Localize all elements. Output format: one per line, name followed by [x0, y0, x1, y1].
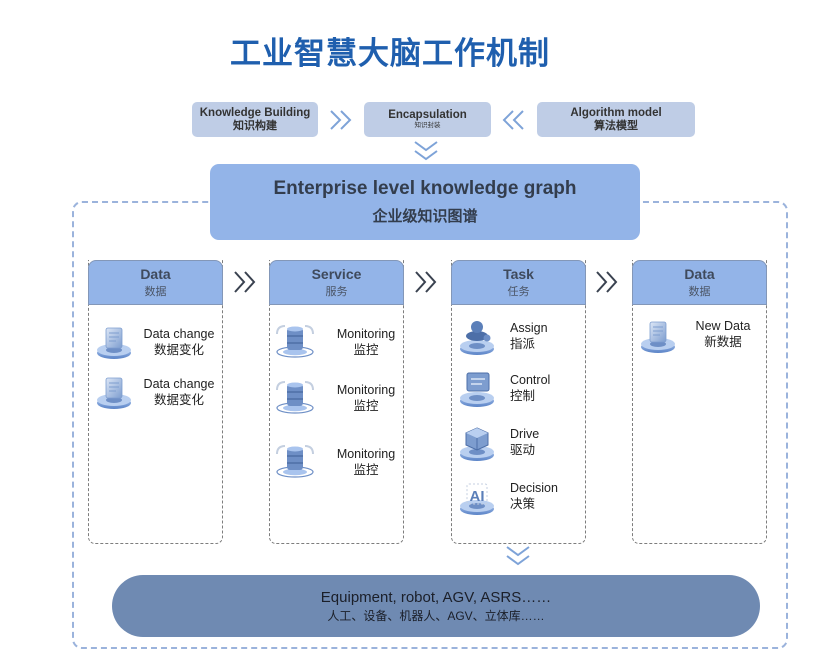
list-item: Control 控制 [452, 368, 586, 414]
knowledge-building-label-en: Knowledge Building [199, 106, 311, 119]
encapsulation-label-zh: 知识封装 [414, 122, 441, 130]
item-label-zh: 监控 [353, 399, 379, 414]
column-title-en: Service [311, 266, 362, 282]
ai-platform-icon: AI [456, 483, 498, 518]
chevron-right-icon [232, 269, 258, 295]
column-title-zh: 数据 [144, 286, 167, 298]
list-item: Data change 数据变化 [89, 370, 223, 416]
encapsulation-label-en: Encapsulation [388, 109, 467, 122]
knowledge-building-box: Knowledge Building 知识构建 [192, 102, 318, 137]
item-label-en: Decision [510, 481, 558, 495]
chevron-right-icon [328, 108, 354, 132]
equipment-label-zh: 人工、设备、机器人、AGV、立体库…… [327, 608, 545, 623]
document-platform-icon [93, 377, 135, 412]
item-label-zh: 控制 [510, 389, 536, 404]
document-platform-icon [637, 321, 679, 356]
database-monitor-icon [276, 381, 314, 414]
item-label-en: Data change [143, 377, 215, 391]
equipment-layer-pill: Equipment, robot, AGV, ASRS…… 人工、设备、机器人、… [112, 575, 760, 637]
column-title-zh: 数据 [688, 286, 711, 298]
column-title-en: Task [503, 266, 534, 282]
column-title-en: Data [684, 266, 715, 282]
item-label-en: Monitoring [336, 327, 396, 341]
knowledge-graph-label-zh: 企业级知识图谱 [372, 207, 478, 225]
column-service: Service 服务 Monitoring 监控 [269, 260, 404, 544]
chevron-right-icon [413, 269, 439, 295]
column-header-task: Task 任务 [451, 260, 586, 305]
algorithm-model-box: Algorithm model 算法模型 [537, 102, 695, 137]
item-label-zh: 监控 [353, 463, 379, 478]
database-monitor-icon [276, 445, 314, 478]
document-platform-icon [93, 327, 135, 362]
database-monitor-icon [276, 325, 314, 358]
item-label-zh: 新数据 [704, 335, 742, 350]
item-label-zh: 数据变化 [153, 393, 204, 408]
knowledge-building-label-zh: 知识构建 [233, 119, 277, 132]
list-item: New Data 新数据 [633, 314, 767, 360]
item-label-en: New Data [695, 319, 751, 333]
list-item: AI Decision 决策 [452, 476, 586, 522]
algorithm-model-label-zh: 算法模型 [594, 119, 638, 132]
item-label-zh: 数据变化 [153, 343, 204, 358]
column-header-data: Data 数据 [88, 260, 223, 305]
list-item: Drive 驱动 [452, 422, 586, 468]
chevron-down-icon [505, 544, 531, 568]
list-item: Monitoring 监控 [270, 438, 404, 484]
column-header-service: Service 服务 [269, 260, 404, 305]
list-item: Data change 数据变化 [89, 320, 223, 366]
page-title: 工业智慧大脑工作机制 [230, 36, 550, 72]
column-title-zh: 任务 [507, 286, 530, 298]
item-label-zh: 监控 [353, 343, 379, 358]
item-label-en: Data change [143, 327, 215, 341]
knowledge-graph-label-en: Enterprise level knowledge graph [273, 178, 577, 199]
column-new-data: Data 数据 New Data 新数据 [632, 260, 767, 544]
knowledge-graph-box: Enterprise level knowledge graph 企业级知识图谱 [210, 164, 640, 240]
cube-platform-icon [456, 427, 498, 464]
column-title-en: Data [140, 266, 171, 282]
equipment-label-en: Equipment, robot, AGV, ASRS…… [320, 588, 552, 606]
item-label-zh: 决策 [510, 497, 536, 512]
algorithm-model-label-en: Algorithm model [570, 106, 662, 119]
chevron-down-icon [413, 139, 439, 163]
monitor-platform-icon [456, 372, 498, 410]
item-label-zh: 指派 [510, 337, 536, 352]
item-label-en: Monitoring [336, 383, 396, 397]
list-item: Monitoring 监控 [270, 374, 404, 420]
svg-text:AI: AI [470, 488, 485, 505]
item-label-zh: 驱动 [510, 443, 536, 458]
item-label-en: Monitoring [336, 447, 396, 461]
item-label-en: Drive [510, 427, 540, 441]
item-label-en: Control [510, 373, 551, 387]
assign-platform-icon [456, 321, 498, 358]
list-item: Monitoring 监控 [270, 318, 404, 364]
encapsulation-box: Encapsulation 知识封装 [364, 102, 491, 137]
column-header-new-data: Data 数据 [632, 260, 767, 305]
item-label-en: Assign [510, 321, 548, 335]
list-item: Assign 指派 [452, 316, 586, 362]
column-title-zh: 服务 [325, 286, 348, 298]
chevron-right-icon [594, 269, 620, 295]
chevron-left-icon [500, 108, 526, 132]
column-task: Task 任务 Assign 指派 Control 控制 [451, 260, 586, 544]
column-data: Data 数据 Data change 数据变化 Data change 数据变… [88, 260, 223, 544]
